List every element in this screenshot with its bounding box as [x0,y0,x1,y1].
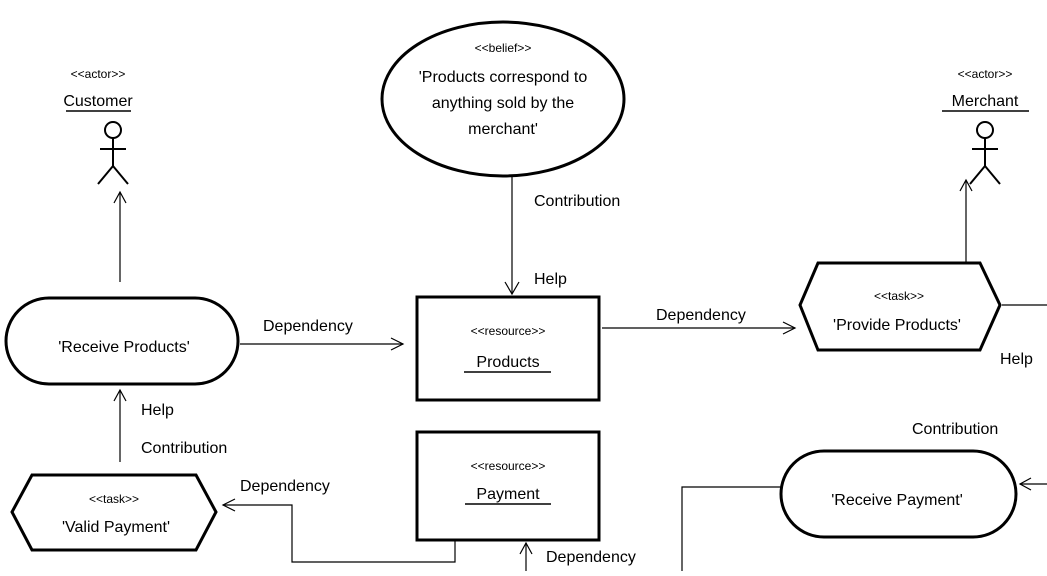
link-valid-to-receive[interactable] [113,388,127,462]
customer-stick-figure-icon [97,121,129,185]
receive-products-shape [4,296,240,386]
link-label-belief-help: Help [534,271,567,288]
link-label-bottom-dependency: Dependency [546,549,636,566]
valid-payment-label: 'Valid Payment' [62,519,170,536]
provide-products-shape [798,261,1002,352]
customer-name: Customer [63,93,133,110]
link-provide-to-merchant[interactable] [959,178,973,262]
link-products-to-provide[interactable] [602,321,797,335]
belief-ellipse [380,20,626,178]
link-receive-to-customer[interactable] [113,190,127,282]
link-label-belief-contribution: Contribution [534,193,620,210]
receive-payment-label: 'Receive Payment' [831,492,963,509]
merchant-name: Merchant [952,93,1019,110]
products-name: Products [476,354,539,371]
link-label-payment-dependency: Dependency [240,478,330,495]
provide-products-label: 'Provide Products' [833,317,961,334]
link-label-products-dependency: Dependency [656,307,746,324]
payment-name: Payment [476,486,540,503]
merchant-stereotype: <<actor>> [958,67,1013,81]
receive-payment-shape [779,449,1018,539]
receive-payment-goal[interactable]: 'Receive Payment' [779,449,1018,539]
belief-text-line-2: anything sold by the [432,95,574,112]
link-label-receive-payment-contribution: Contribution [912,421,998,438]
link-label-receive-dependency: Dependency [263,318,353,335]
provide-products-task[interactable]: <<task>> 'Provide Products' [798,261,1002,352]
payment-resource[interactable]: <<resource>> Payment [415,430,601,542]
receive-products-label: 'Receive Products' [58,339,190,356]
products-stereotype: <<resource>> [471,324,546,338]
belief-node[interactable]: <<belief>> 'Products correspond to anyth… [380,20,626,178]
customer-actor[interactable]: <<actor>> Customer [63,67,133,185]
products-resource[interactable]: <<resource>> Products [415,295,601,402]
valid-payment-shape [10,473,218,552]
belief-text-line-1: 'Products correspond to [419,69,588,86]
link-payment-to-valid[interactable] [221,498,456,563]
link-label-valid-contribution: Contribution [141,440,227,457]
belief-text-line-3: merchant' [468,121,538,138]
receive-products-goal[interactable]: 'Receive Products' [4,296,240,386]
link-contribution-to-receive-payment[interactable] [1018,477,1047,491]
link-belief-to-products[interactable] [504,177,520,296]
provide-products-stereotype: <<task>> [874,289,924,303]
link-label-provide-help: Help [1000,351,1033,368]
belief-stereotype: <<belief>> [475,41,532,55]
link-receive-payment-out[interactable] [681,486,781,571]
link-label-valid-help: Help [141,402,174,419]
link-bottom-to-payment[interactable] [519,541,533,571]
merchant-stick-figure-icon [969,121,1001,185]
products-box [415,295,601,402]
customer-stereotype: <<actor>> [71,67,126,81]
valid-payment-task[interactable]: <<task>> 'Valid Payment' [10,473,218,552]
link-receive-to-products[interactable] [240,337,405,351]
merchant-actor[interactable]: <<actor>> Merchant [942,67,1029,185]
payment-stereotype: <<resource>> [471,459,546,473]
valid-payment-stereotype: <<task>> [89,492,139,506]
payment-box [415,430,601,542]
